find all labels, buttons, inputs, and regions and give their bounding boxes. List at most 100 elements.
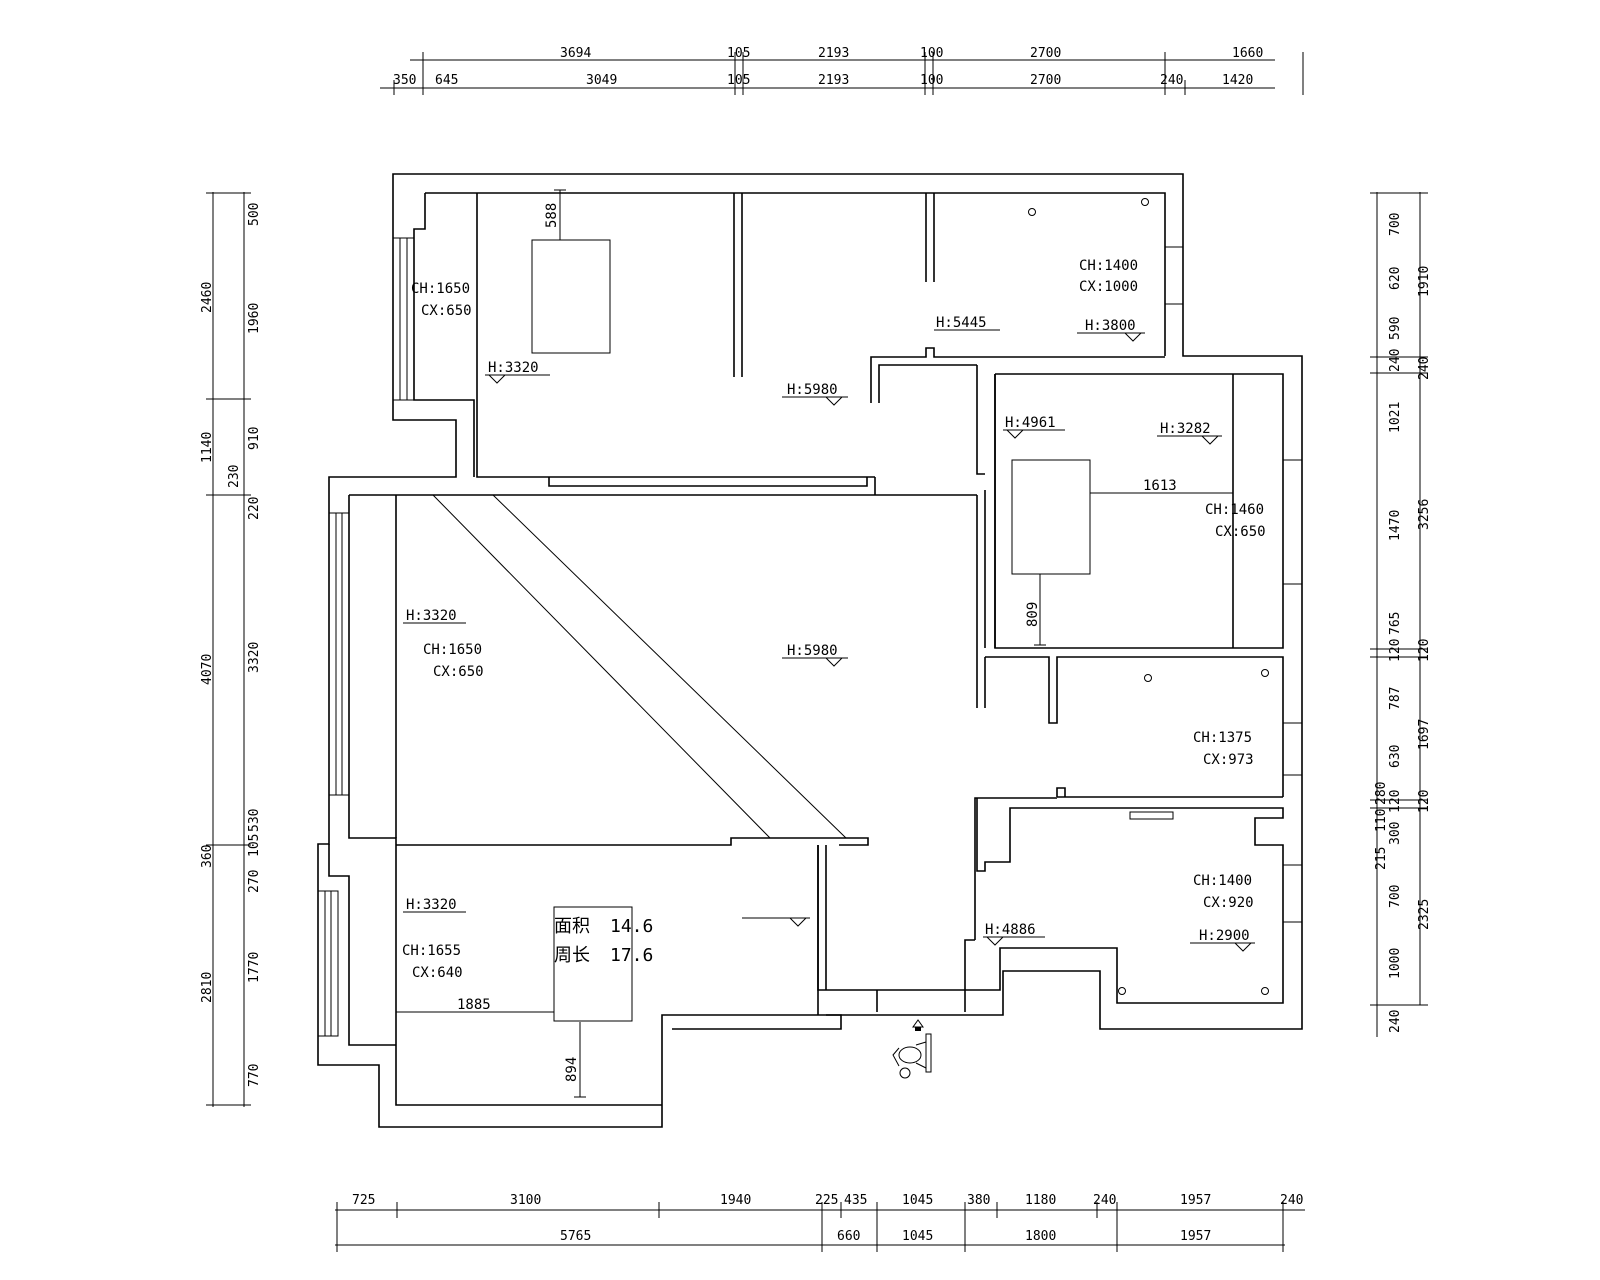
top-dim-9: 3049	[586, 73, 617, 88]
annot-h3320-c: H:3320	[406, 897, 457, 913]
annot-h3320-a: H:3320	[488, 360, 539, 376]
right-dim-5: 1021	[1388, 402, 1403, 433]
right-dim-21: 280	[1374, 782, 1389, 805]
right-dim-10: 630	[1388, 745, 1403, 768]
bottom-dim-2: 3100	[510, 1193, 541, 1208]
left-dim-13: 530	[247, 809, 262, 832]
annot-cx650-c: CX:650	[433, 664, 484, 680]
area-label: 面积	[554, 916, 590, 937]
light-icon	[1261, 987, 1269, 995]
annot-ch1650-b: CH:1650	[423, 642, 482, 658]
fixtures	[396, 189, 1269, 1098]
right-dim-12: 300	[1388, 822, 1403, 845]
annot-h4961: H:4961	[1005, 415, 1056, 431]
top-dim-2: 105	[727, 46, 750, 61]
bottom-dim-15: 1800	[1025, 1229, 1056, 1244]
bottom-dimensions: 725 3100 1940 225 435 1045 380 1180 240 …	[335, 1193, 1305, 1252]
bottom-dim-3: 1940	[720, 1193, 751, 1208]
annot-h3320-b: H:3320	[406, 608, 457, 624]
bottom-dim-11: 240	[1280, 1193, 1303, 1208]
left-dim-16: 770	[247, 1064, 262, 1087]
top-dim-8: 645	[435, 73, 458, 88]
annot-ch1650-a: CH:1650	[411, 281, 470, 297]
bottom-dim-1: 725	[352, 1193, 375, 1208]
right-dim-15: 240	[1388, 1010, 1403, 1033]
left-dim-6: 2810	[200, 972, 215, 1003]
annot-cx1000: CX:1000	[1079, 279, 1138, 295]
annot-ch1375: CH:1375	[1193, 730, 1252, 746]
right-dim-13: 700	[1388, 885, 1403, 908]
annot-588: 588	[544, 203, 560, 228]
height-markers	[403, 329, 1255, 952]
top-dim-1: 3694	[560, 46, 591, 61]
annot-h5445: H:5445	[936, 315, 987, 331]
right-dim-16: 1910	[1417, 266, 1432, 297]
top-dim-4: 100	[920, 46, 943, 61]
right-dim-11: 120	[1388, 790, 1403, 813]
annot-894: 894	[564, 1057, 580, 1082]
perimeter-label: 周长	[554, 945, 590, 966]
annot-cx920: CX:920	[1203, 895, 1254, 911]
annot-ch1400-b: CH:1400	[1193, 873, 1252, 889]
right-dim-9: 787	[1388, 687, 1403, 710]
light-icon	[1118, 987, 1126, 995]
top-dim-5: 2700	[1030, 46, 1061, 61]
area-info-box: 面积 14.6 周长 17.6	[553, 906, 653, 1022]
annot-ch1460: CH:1460	[1205, 502, 1264, 518]
left-dim-15: 1770	[247, 952, 262, 983]
bottom-dim-8: 1180	[1025, 1193, 1056, 1208]
right-dim-24: 120	[1417, 790, 1432, 813]
bottom-dim-9: 240	[1093, 1193, 1116, 1208]
top-dim-15: 1420	[1222, 73, 1253, 88]
room-annotations: CH:1650 CX:650 H:3320 588 H:5980 H:5445 …	[402, 203, 1266, 1082]
top-dim-6: 1660	[1232, 46, 1263, 61]
annot-h3800: H:3800	[1085, 318, 1136, 334]
bottom-dim-7: 380	[967, 1193, 990, 1208]
top-dim-12: 100	[920, 73, 943, 88]
right-dim-23: 215	[1374, 847, 1389, 870]
bottom-dim-6: 1045	[902, 1193, 933, 1208]
right-dim-7: 765	[1388, 612, 1403, 635]
bottom-dim-13: 660	[837, 1229, 860, 1244]
left-dim-7: 500	[247, 203, 262, 226]
left-dim-10: 220	[247, 497, 262, 520]
top-dim-3: 2193	[818, 46, 849, 61]
area-value: 14.6	[610, 916, 653, 937]
annot-ch1400-a: CH:1400	[1079, 258, 1138, 274]
annot-h4886: H:4886	[985, 922, 1036, 938]
annot-cx650-a: CX:650	[421, 303, 472, 319]
right-dim-14: 1000	[1388, 948, 1403, 979]
left-dim-14: 270	[247, 870, 262, 893]
annot-1613: 1613	[1143, 478, 1177, 494]
light-icon	[1141, 198, 1149, 206]
left-dim-12: 105	[247, 834, 262, 857]
top-dim-7: 350	[393, 73, 416, 88]
light-icon	[1028, 208, 1036, 216]
left-dim-2: 1140	[200, 432, 215, 463]
perimeter-value: 17.6	[610, 945, 653, 966]
right-dim-1: 700	[1388, 213, 1403, 236]
top-dimensions: 3694 105 2193 100 2700 1660 350 645 3049…	[380, 46, 1304, 95]
right-dim-18: 3256	[1417, 499, 1432, 530]
right-dim-25: 2325	[1417, 899, 1432, 930]
left-dim-8: 1960	[247, 303, 262, 334]
annot-h2900: H:2900	[1199, 928, 1250, 944]
annot-ch1655: CH:1655	[402, 943, 461, 959]
left-dim-11: 3320	[247, 642, 262, 673]
right-dim-22: 110	[1374, 809, 1389, 832]
annot-1885: 1885	[457, 997, 491, 1013]
left-dim-5: 360	[200, 845, 215, 868]
left-dim-3: 230	[227, 465, 242, 488]
left-dim-4: 4070	[200, 654, 215, 685]
top-dim-13: 2700	[1030, 73, 1061, 88]
light-icon	[1261, 669, 1269, 677]
right-dim-3: 590	[1388, 317, 1403, 340]
right-dim-8: 120	[1388, 639, 1403, 662]
entrance-person-icon	[892, 1019, 932, 1079]
right-dim-4: 240	[1388, 349, 1403, 372]
right-dim-6: 1470	[1388, 510, 1403, 541]
right-dim-20: 1697	[1417, 719, 1432, 750]
top-dim-10: 105	[727, 73, 750, 88]
annot-cx640: CX:640	[412, 965, 463, 981]
